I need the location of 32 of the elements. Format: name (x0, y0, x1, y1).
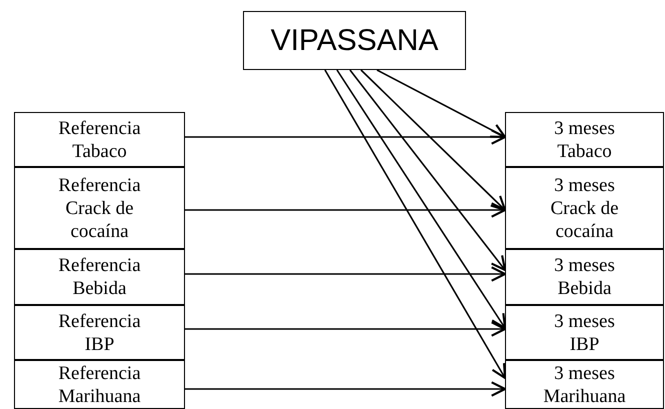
process-box (14, 249, 185, 305)
node-label: 3 meses Tabaco (553, 116, 616, 162)
node-label: VIPASSANA (270, 24, 438, 58)
arrow (324, 70, 506, 380)
node-label: Referencia Tabaco (57, 116, 142, 162)
process-box (505, 360, 664, 409)
process-box (14, 360, 185, 409)
node-label: 3 meses Marihuana (542, 362, 627, 408)
node-label: 3 meses Bebida (553, 254, 616, 300)
arrow (185, 202, 506, 218)
arrow (349, 70, 506, 272)
arrow (336, 70, 506, 330)
arrow (360, 69, 506, 212)
arrow (376, 69, 506, 138)
arrow (185, 321, 506, 337)
process-box (505, 249, 664, 305)
process-box (505, 167, 664, 249)
node-label: Referencia Marihuana (57, 362, 142, 408)
process-box (505, 112, 664, 167)
node-label: Referencia IBP (57, 310, 142, 356)
process-box (14, 305, 185, 360)
node-label: Referencia Crack de cocaína (57, 174, 142, 242)
node-label: 3 meses IBP (553, 310, 616, 356)
node-label: 3 meses Crack de cocaína (549, 174, 620, 242)
arrow (185, 129, 506, 145)
arrow (185, 266, 506, 282)
node-label: Referencia Bebida (57, 254, 142, 300)
arrow (185, 381, 506, 397)
process-box (505, 305, 664, 360)
process-box (14, 167, 185, 249)
process-box (14, 112, 185, 167)
title-box (243, 11, 466, 70)
